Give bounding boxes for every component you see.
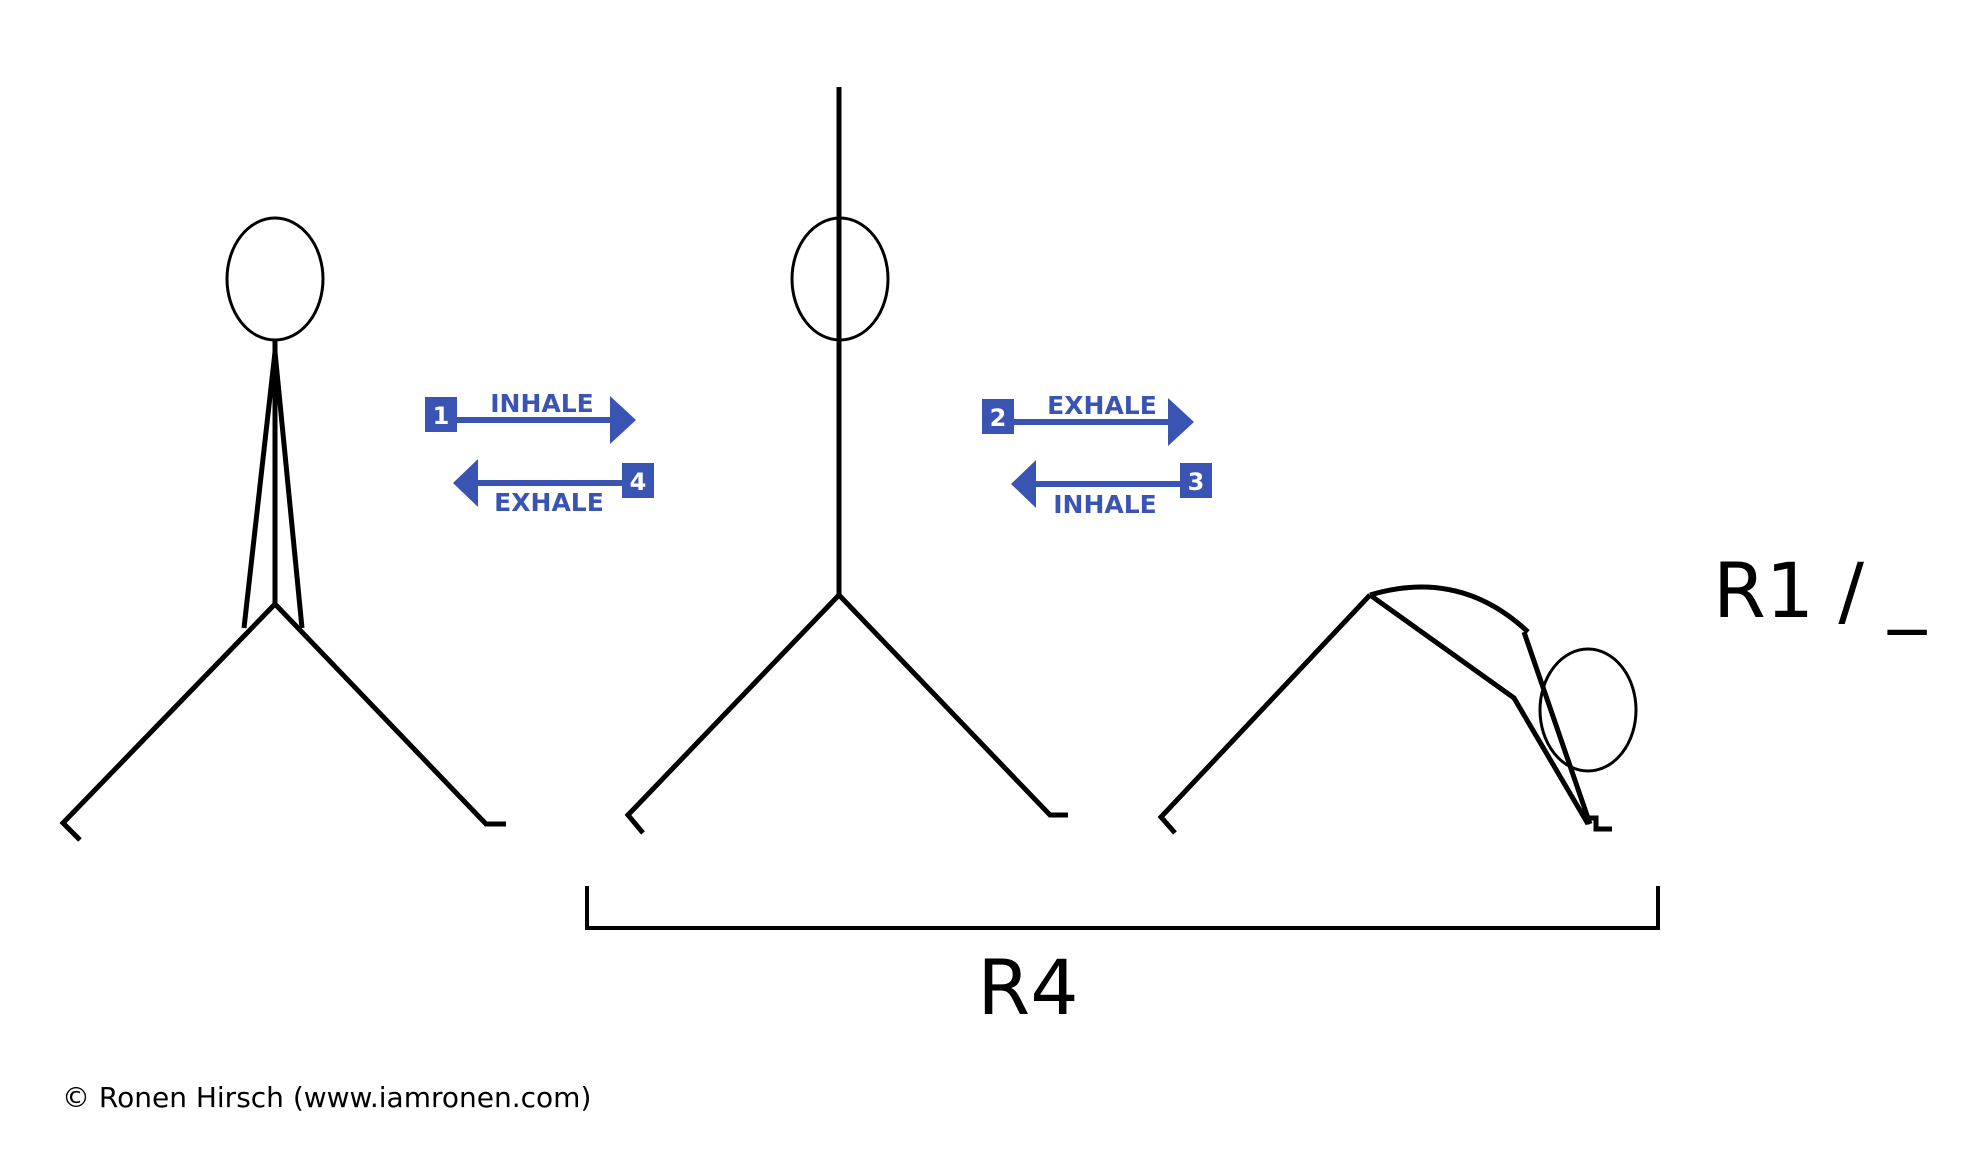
step-4-number: 4 — [630, 468, 647, 496]
step-1-badge — [425, 397, 457, 432]
figure-1-right-arm — [272, 351, 305, 629]
figure-1-head — [225, 216, 325, 342]
figure-forward-fold — [1157, 584, 1638, 835]
step-1-label: INHALE — [490, 389, 594, 418]
step-4-badge — [622, 463, 654, 498]
side-label: R1 / _ — [1713, 546, 1927, 635]
figure-3-feet — [1588, 815, 1612, 832]
transition-2-3: 2 EXHALE 3 INHALE — [982, 391, 1212, 519]
step-3-number: 3 — [1188, 468, 1205, 496]
step-2-number: 2 — [990, 404, 1007, 432]
figure-3-head — [1538, 647, 1638, 773]
step-4-label: EXHALE — [494, 488, 604, 517]
figure-3-forearm — [1521, 631, 1593, 825]
transition-1-2: 1 INHALE 4 EXHALE — [425, 389, 654, 517]
figure-1-right-leg — [273, 602, 506, 827]
step-3-label: INHALE — [1053, 490, 1157, 519]
figure-1-left-arm — [241, 351, 278, 629]
copyright-credit: © Ronen Hirsch (www.iamronen.com) — [62, 1081, 591, 1114]
bracket-label: R4 — [977, 943, 1078, 1032]
step-2-label: EXHALE — [1047, 391, 1157, 420]
figure-2-right-leg — [837, 593, 1068, 818]
step-2-badge — [982, 399, 1014, 434]
step-2-arrow-head — [1168, 398, 1194, 446]
step-1-arrow-head — [610, 396, 636, 444]
figure-3-left-leg — [1157, 593, 1372, 835]
figure-standing-arms-down — [59, 216, 506, 842]
step-1-number: 1 — [433, 402, 450, 430]
figure-3-upper-arm — [1368, 592, 1591, 826]
figure-2-left-leg — [624, 593, 841, 835]
figure-standing-arms-up — [624, 87, 1068, 835]
figure-1-left-leg — [59, 602, 277, 842]
figure-3-back — [1369, 584, 1530, 634]
step-3-arrow-head — [1011, 460, 1036, 508]
sequence-bracket — [585, 886, 1660, 930]
step-3-badge — [1180, 463, 1212, 498]
step-4-arrow-head — [453, 459, 478, 507]
